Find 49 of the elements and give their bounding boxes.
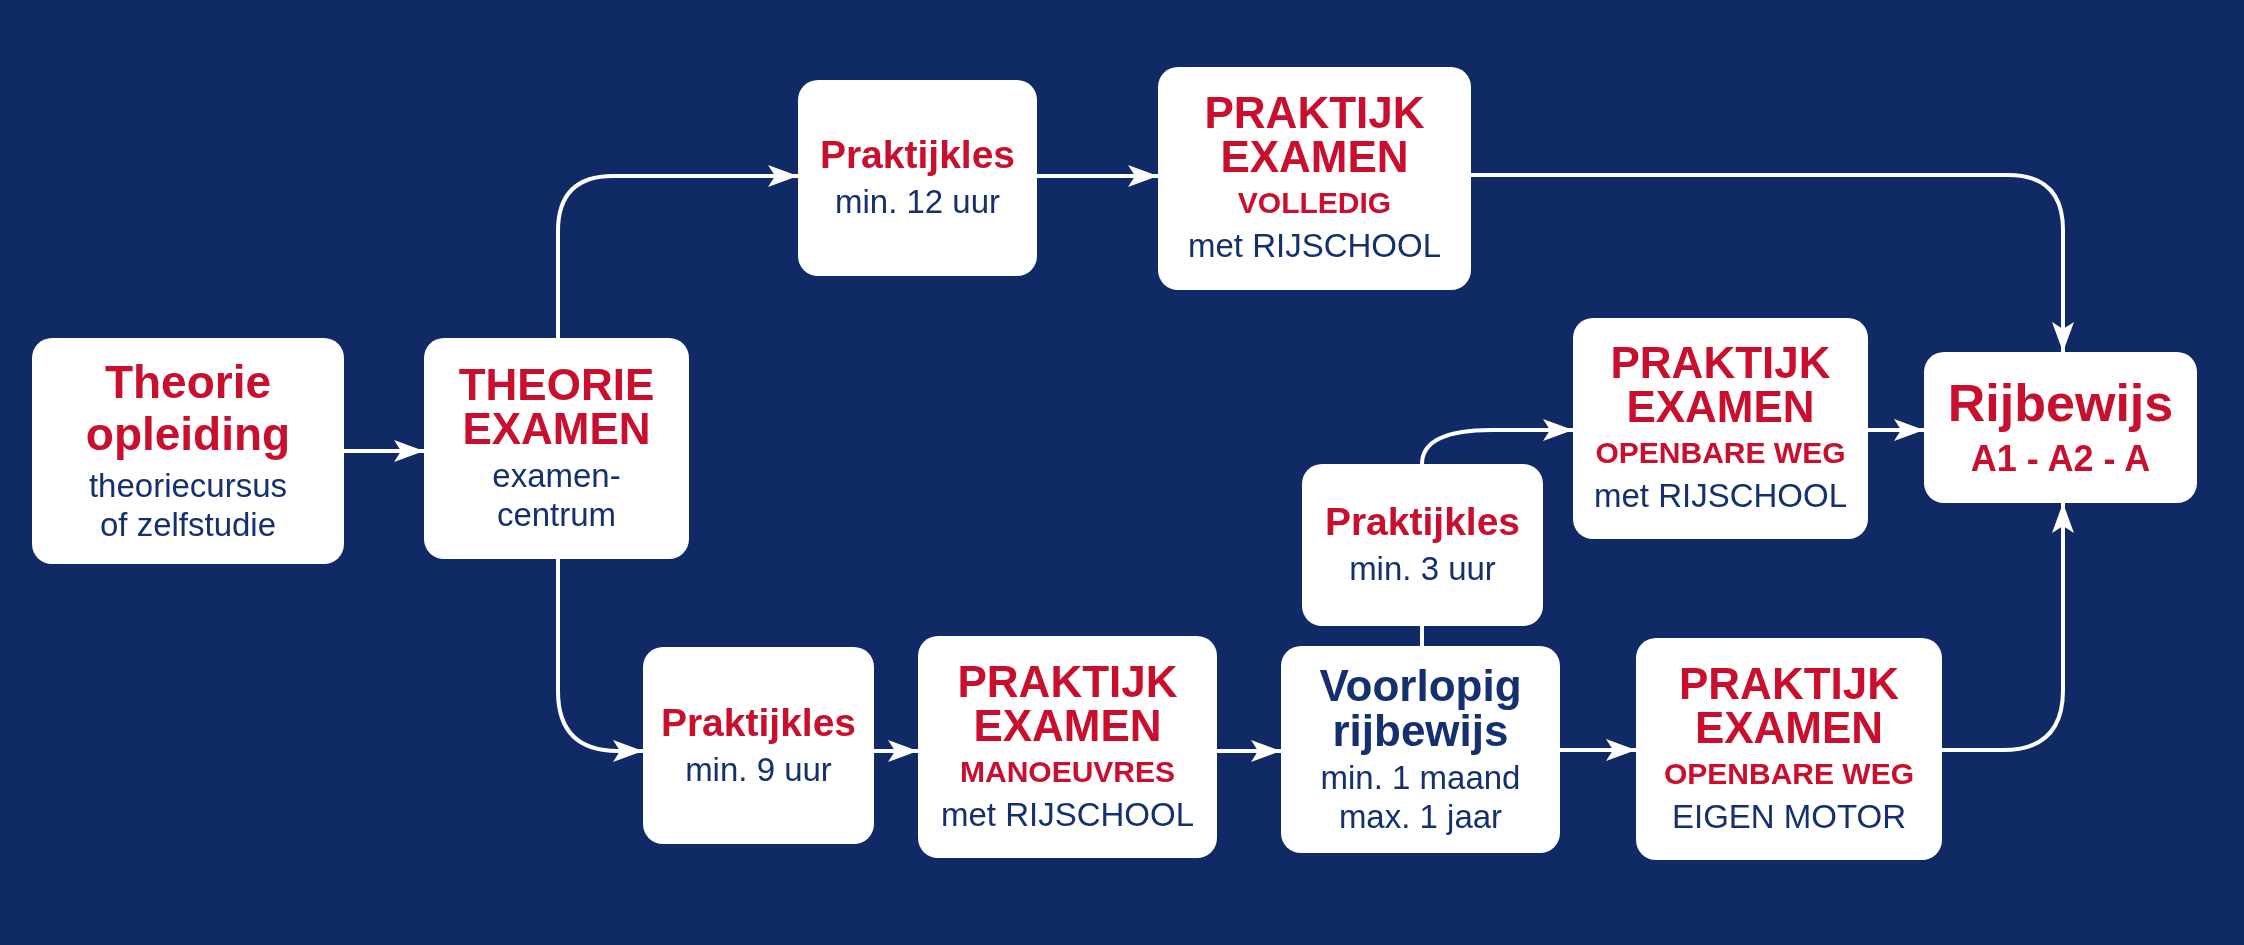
step-detail: EIGEN MOTOR (1671, 797, 1907, 837)
arrow (556, 165, 798, 338)
step-box (32, 338, 344, 564)
step-box (424, 338, 689, 559)
arrow (1942, 503, 2074, 752)
step-subtitle: MANOEUVRES (960, 753, 1175, 790)
step-title: Voorlopig rijbewijs (1318, 662, 1523, 754)
step-detail: examen- centrum (491, 456, 622, 535)
arrow (1471, 173, 2074, 352)
step-detail: min. 3 uur (1349, 550, 1496, 589)
step-title: PRAKTIJK EXAMEN (1609, 341, 1832, 430)
result-box (1924, 352, 2197, 503)
step-subtitle: VOLLEDIG (1237, 185, 1392, 222)
step-subtitle: A1 - A2 - A (1970, 438, 2151, 480)
step-detail: met RIJSCHOOL (940, 795, 1194, 835)
step-title: Theorie opleiding (84, 357, 292, 462)
step-detail: min. 12 uur (834, 183, 1001, 222)
step-title: PRAKTIJK EXAMEN (1203, 91, 1426, 180)
step-box (918, 636, 1217, 858)
arrow (1217, 740, 1281, 762)
step-detail: min. 9 uur (685, 750, 832, 790)
step-subtitle: OPENBARE WEG (1595, 435, 1846, 472)
step-detail: met RIJSCHOOL (1593, 477, 1847, 516)
step-detail: met RIJSCHOOL (1187, 227, 1441, 266)
step-detail: theoriecursus of zelfstudie (87, 467, 289, 545)
arrow (1560, 739, 1636, 761)
step-title: Praktijkles (660, 701, 857, 745)
step-box (798, 80, 1037, 276)
step-title: THEORIE EXAMEN (457, 362, 656, 451)
arrow (1037, 165, 1158, 187)
arrow (556, 559, 643, 762)
step-box (643, 647, 874, 844)
step-title: PRAKTIJK EXAMEN (1678, 661, 1900, 750)
step-subtitle: OPENBARE WEG (1664, 755, 1914, 792)
step-title: Praktijkles (1324, 501, 1521, 545)
connector-line (1420, 626, 1424, 646)
arrow (344, 440, 424, 462)
step-box (1573, 318, 1868, 539)
arrow (1420, 419, 1573, 466)
step-title: Rijbewijs (1947, 375, 2174, 433)
arrow (874, 740, 918, 762)
step-box (1636, 638, 1942, 860)
step-title: PRAKTIJK EXAMEN (956, 659, 1179, 748)
step-detail: min. 1 maand max. 1 jaar (1319, 759, 1522, 837)
step-box (1302, 464, 1543, 626)
arrow (1868, 419, 1924, 441)
step-box (1158, 67, 1471, 290)
step-box (1281, 646, 1560, 853)
step-title: Praktijkles (819, 134, 1016, 178)
